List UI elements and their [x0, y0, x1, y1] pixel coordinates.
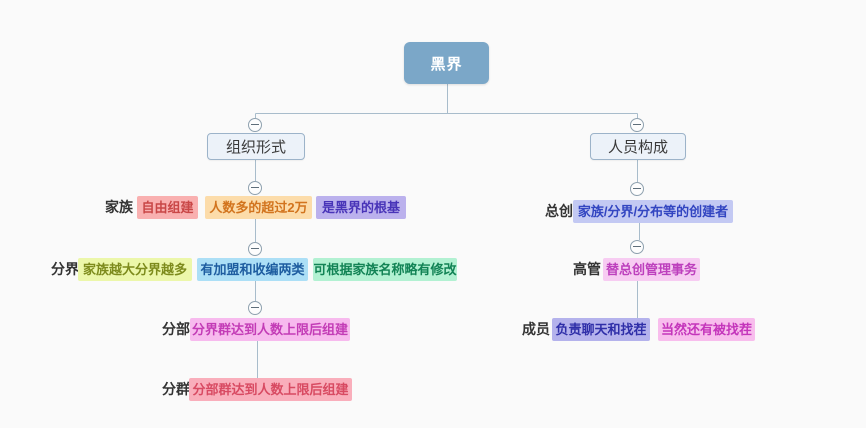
- topic-box[interactable]: 分部群达到人数上限后组建: [189, 378, 352, 401]
- topic-box[interactable]: 可根据家族名称略有修改: [313, 258, 457, 281]
- collapse-minus-icon-founder[interactable]: [630, 182, 644, 196]
- row-label-family: 家族: [105, 199, 133, 215]
- row-label-founder: 总创: [545, 203, 573, 219]
- row-label-boundary: 分界: [51, 261, 79, 277]
- branch-node-personnel[interactable]: 人员构成: [590, 133, 686, 160]
- topic-box[interactable]: 有加盟和收编两类: [197, 258, 308, 281]
- topic-box[interactable]: 分界群达到人数上限后组建: [190, 318, 350, 341]
- topic-box[interactable]: 负责聊天和找茬: [552, 318, 650, 341]
- row-label-subgroup: 分群: [162, 381, 190, 397]
- row-label-manager: 高管: [573, 261, 601, 277]
- topic-box[interactable]: 家族/分界/分布等的创建者: [573, 200, 733, 223]
- topic-box[interactable]: 自由组建: [137, 196, 198, 219]
- collapse-minus-icon-personnel[interactable]: [630, 118, 644, 132]
- row-label-branch: 分部: [162, 321, 190, 337]
- topic-box[interactable]: 人数多的超过2万: [205, 196, 312, 219]
- topic-box[interactable]: 替总创管理事务: [603, 258, 700, 281]
- collapse-minus-icon-family[interactable]: [248, 181, 262, 195]
- collapse-minus-icon-manager[interactable]: [630, 240, 644, 254]
- row-label-member: 成员: [522, 321, 550, 337]
- topic-box[interactable]: 是黑界的根基: [316, 196, 406, 219]
- topic-box[interactable]: 家族越大分界越多: [78, 258, 192, 281]
- topic-box[interactable]: 当然还有被找茬: [658, 318, 755, 341]
- collapse-minus-icon-organization[interactable]: [248, 118, 262, 132]
- branch-node-organization[interactable]: 组织形式: [207, 133, 305, 160]
- collapse-minus-icon-boundary[interactable]: [248, 242, 262, 256]
- collapse-minus-icon-branch[interactable]: [248, 301, 262, 315]
- root-topic-node[interactable]: 黑界: [404, 42, 489, 84]
